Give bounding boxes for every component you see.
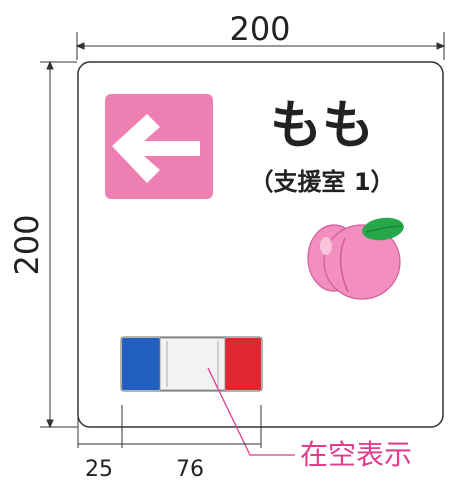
- width-dimension: [75, 32, 446, 60]
- peach-icon: [307, 217, 404, 300]
- sign-title: もも: [270, 96, 374, 156]
- offset-label: 25: [85, 457, 113, 482]
- peach-crease: [339, 237, 349, 293]
- peach-highlight: [320, 237, 332, 255]
- callout-label: 在空表示: [300, 438, 412, 471]
- indicator-blue: [122, 338, 160, 390]
- bottom-dimensions: [77, 405, 262, 448]
- height-label: 200: [8, 214, 46, 275]
- callout-leader: [207, 367, 295, 456]
- indicator-red: [225, 338, 261, 390]
- width-label: 200: [229, 10, 290, 48]
- height-arrowhead-bottom: [46, 419, 54, 429]
- left-arrow-icon: [105, 94, 213, 199]
- indicator-width-label: 76: [176, 457, 204, 482]
- peach-leaf-vein: [365, 225, 403, 233]
- sign-subtitle: （支援室 1）: [249, 168, 394, 196]
- width-arrowhead-right: [436, 42, 446, 50]
- height-arrowhead-top: [46, 60, 54, 70]
- peach-leaf: [362, 217, 404, 241]
- arrow-shape: [112, 114, 200, 183]
- occupancy-indicator: [120, 336, 263, 392]
- height-dimension: [40, 60, 77, 429]
- width-arrowhead-left: [75, 42, 85, 50]
